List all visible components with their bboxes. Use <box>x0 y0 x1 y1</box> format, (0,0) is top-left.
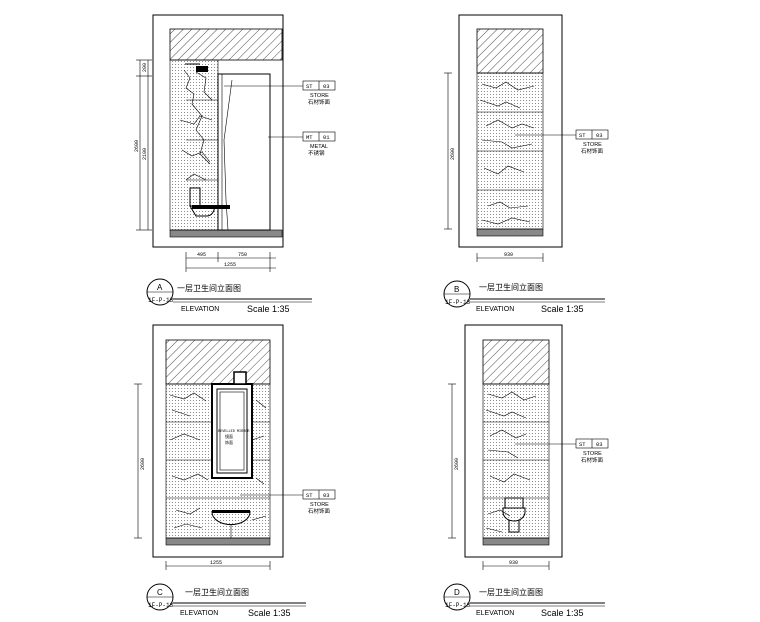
ceiling-hatch <box>476 28 544 74</box>
dim-horizontal-3: 1255 <box>224 262 236 268</box>
ceiling-hatch <box>482 339 550 385</box>
tag-number: 03 <box>323 83 330 90</box>
tag-number: 03 <box>323 492 330 499</box>
section-letter: A <box>157 283 163 292</box>
stone-veins <box>479 81 535 225</box>
dim-horizontal-1: 495 <box>197 252 206 258</box>
stone-wall-left <box>169 59 219 231</box>
title-en: ELEVATION <box>181 306 219 313</box>
floor-slab <box>169 229 283 238</box>
title-cn: 一层卫生间立面图 <box>479 282 543 292</box>
wall-outline <box>152 14 284 248</box>
floor-slab <box>482 537 550 546</box>
dim-horizontal-1: 930 <box>504 252 513 258</box>
stone-veins <box>179 69 213 181</box>
mirror-light <box>233 371 247 385</box>
scale-label: Scale 1:35 <box>541 608 584 618</box>
elevation-a: 200 2100 2600 495 750 1255 ST 03 STORE 石… <box>134 14 336 314</box>
shower-glass-door <box>217 73 271 231</box>
wall-outline <box>464 324 563 558</box>
dim-horizontal-2: 750 <box>238 252 247 258</box>
title-block-c: C 1F-P-13 一层卫生间立面图 ELEVATION Scale 1:35 <box>146 583 306 618</box>
mirror-label-en: BEVELLED MIRROR <box>218 430 250 434</box>
section-letter: C <box>157 588 163 597</box>
tag-code: MT <box>306 134 313 141</box>
tag-code: ST <box>579 441 586 448</box>
wall-outline <box>152 324 284 558</box>
stone-wall <box>482 383 550 539</box>
basin-icon <box>211 511 251 526</box>
title-cn: 一层卫生间立面图 <box>479 587 543 597</box>
tag-code: ST <box>579 132 586 139</box>
dim-vertical-1: 2600 <box>454 458 460 470</box>
title-cn: 一层卫生间立面图 <box>185 587 249 597</box>
section-letter: D <box>454 588 460 597</box>
dim-horizontal-1: 930 <box>509 560 518 566</box>
door-swing-line <box>223 79 233 231</box>
shower-head <box>196 66 208 72</box>
tag-code: ST <box>306 83 313 90</box>
bevelled-mirror <box>216 388 248 474</box>
ceiling-hatch <box>165 339 271 385</box>
scale-label: Scale 1:35 <box>247 304 290 314</box>
wall-outline <box>458 14 563 248</box>
tag-material-en: METAL <box>310 144 328 150</box>
drawing-ref: 1F-P-13 <box>148 602 174 609</box>
ceiling-hatch <box>169 28 283 61</box>
mirror-frame <box>211 383 253 479</box>
mirror-label-cn-1: 镜面 <box>225 433 233 439</box>
title-cn: 一层卫生间立面图 <box>177 283 241 293</box>
mirror-label-cn-2: 饰面 <box>225 439 233 445</box>
elevation-c: BEVELLED MIRROR 镜面 饰面 2600 1255 ST 03 ST… <box>134 324 336 618</box>
drawing-ref: 1F-P-13 <box>445 299 471 306</box>
elevation-d: 2600 930 ST 03 STORE 石材饰面 D 1F-P-13 一层卫生… <box>443 324 609 618</box>
drawing-ref: 1F-P-13 <box>445 602 471 609</box>
title-block-b: B 1F-P-13 一层卫生间立面图 ELEVATION Scale 1:35 <box>443 280 605 314</box>
title-en: ELEVATION <box>476 610 514 617</box>
tag-material-cn: 石材饰面 <box>581 456 604 464</box>
toilet-icon <box>502 497 526 533</box>
dim-vertical-1: 200 <box>142 63 148 72</box>
dim-vertical-1: 2600 <box>140 458 146 470</box>
tag-material-en: STORE <box>310 502 329 508</box>
scale-label: Scale 1:35 <box>248 608 291 618</box>
floor-slab <box>476 228 544 237</box>
tag-number: 03 <box>596 441 603 448</box>
tag-material-cn: 不锈钢 <box>308 149 325 157</box>
floor-slab <box>165 537 271 546</box>
scale-label: Scale 1:35 <box>541 304 584 314</box>
title-en: ELEVATION <box>476 306 514 313</box>
tag-material-cn: 石材饰面 <box>308 507 331 515</box>
dim-vertical-3: 2600 <box>134 140 140 152</box>
section-letter: B <box>454 285 459 294</box>
tag-material-en: STORE <box>583 451 602 457</box>
tag-number: 01 <box>323 134 330 141</box>
title-block-a: A 1F-P-13 一层卫生间立面图 ELEVATION Scale 1:35 <box>146 278 312 314</box>
title-block-d: D 1F-P-13 一层卫生间立面图 ELEVATION Scale 1:35 <box>443 583 605 618</box>
stone-veins <box>485 391 537 533</box>
tag-material-en: STORE <box>583 142 602 148</box>
tag-material-cn: 石材饰面 <box>581 147 604 155</box>
title-en: ELEVATION <box>180 610 218 617</box>
tag-material-en: STORE <box>310 93 329 99</box>
stone-veins <box>169 392 267 529</box>
dim-horizontal-1: 1255 <box>210 560 222 566</box>
tag-code: ST <box>306 492 313 499</box>
tag-material-cn: 石材饰面 <box>308 98 331 106</box>
dim-vertical-2: 2100 <box>142 148 148 160</box>
tag-number: 03 <box>596 132 603 139</box>
drawing-ref: 1F-P-13 <box>148 297 174 304</box>
elevation-b: 2600 930 ST 03 STORE 石材饰面 B 1F-P-13 一层卫生… <box>443 14 609 314</box>
dim-vertical-1: 2600 <box>450 148 456 160</box>
